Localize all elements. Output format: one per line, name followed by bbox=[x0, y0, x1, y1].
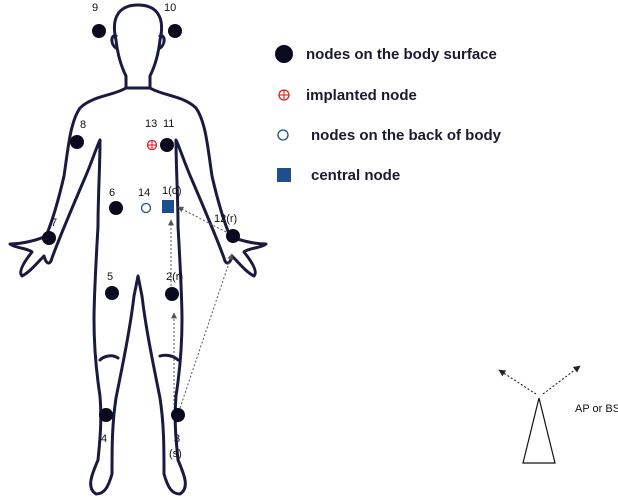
left-knee-line bbox=[100, 356, 118, 360]
node-label-13: 13 bbox=[145, 118, 157, 130]
legend-implanted-label: implanted node bbox=[306, 87, 417, 104]
surface-node-6[interactable] bbox=[109, 201, 123, 215]
node-label-10: 10 bbox=[164, 2, 176, 14]
node-labels: 9 10 8 13 11 6 14 1(d) 7 12(r) 5 2(r) 4 … bbox=[51, 2, 237, 460]
body-silhouette bbox=[10, 88, 266, 494]
head-outline bbox=[114, 5, 161, 88]
legend-central-icon bbox=[277, 168, 291, 182]
surface-node-9[interactable] bbox=[92, 24, 106, 38]
node-label-5: 5 bbox=[107, 271, 113, 283]
node-label-12: 12(r) bbox=[214, 213, 237, 225]
implanted-node-13[interactable] bbox=[148, 141, 157, 150]
node-label-8: 8 bbox=[80, 119, 86, 131]
surface-node-2[interactable] bbox=[165, 287, 179, 301]
back-node-14[interactable] bbox=[142, 204, 151, 213]
node-label-2: 2(r) bbox=[166, 271, 183, 283]
ap-antenna[interactable]: AP or BS bbox=[499, 366, 618, 463]
communication-arrows bbox=[171, 207, 232, 408]
node-label-4: 4 bbox=[101, 433, 107, 445]
node-label-3-subscript: (s) bbox=[169, 448, 182, 460]
right-knee-line bbox=[160, 355, 178, 360]
node-label-14: 14 bbox=[138, 187, 150, 199]
arrow-3-to-12 bbox=[180, 254, 232, 408]
node-label-6: 6 bbox=[109, 187, 115, 199]
surface-node-12[interactable] bbox=[226, 229, 240, 243]
legend-central-label: central node bbox=[311, 167, 400, 184]
legend-surface-icon bbox=[275, 45, 293, 63]
surface-node-3[interactable] bbox=[171, 408, 185, 422]
surface-node-4[interactable] bbox=[99, 408, 113, 422]
node-label-11: 11 bbox=[163, 118, 174, 130]
antenna-signal-right bbox=[543, 366, 580, 394]
legend-implanted-icon bbox=[279, 90, 289, 100]
body-outline bbox=[10, 5, 266, 494]
antenna-icon bbox=[523, 398, 555, 463]
legend: nodes on the body surface implanted node… bbox=[275, 45, 502, 184]
ap-label: AP or BS bbox=[575, 403, 618, 415]
node-label-1: 1(d) bbox=[162, 185, 182, 197]
surface-node-8[interactable] bbox=[70, 135, 84, 149]
surface-node-7[interactable] bbox=[42, 231, 56, 245]
node-label-7: 7 bbox=[51, 217, 57, 229]
surface-node-5[interactable] bbox=[105, 286, 119, 300]
central-node-1[interactable] bbox=[162, 200, 174, 213]
node-label-9: 9 bbox=[92, 2, 98, 14]
legend-back-icon bbox=[278, 130, 288, 140]
antenna-signal-left bbox=[499, 370, 536, 394]
surface-node-11[interactable] bbox=[160, 138, 174, 152]
surface-node-10[interactable] bbox=[168, 24, 182, 38]
legend-surface-label: nodes on the body surface bbox=[306, 46, 497, 63]
node-label-3: 3 bbox=[174, 433, 180, 445]
legend-back-label: nodes on the back of body bbox=[311, 127, 502, 144]
